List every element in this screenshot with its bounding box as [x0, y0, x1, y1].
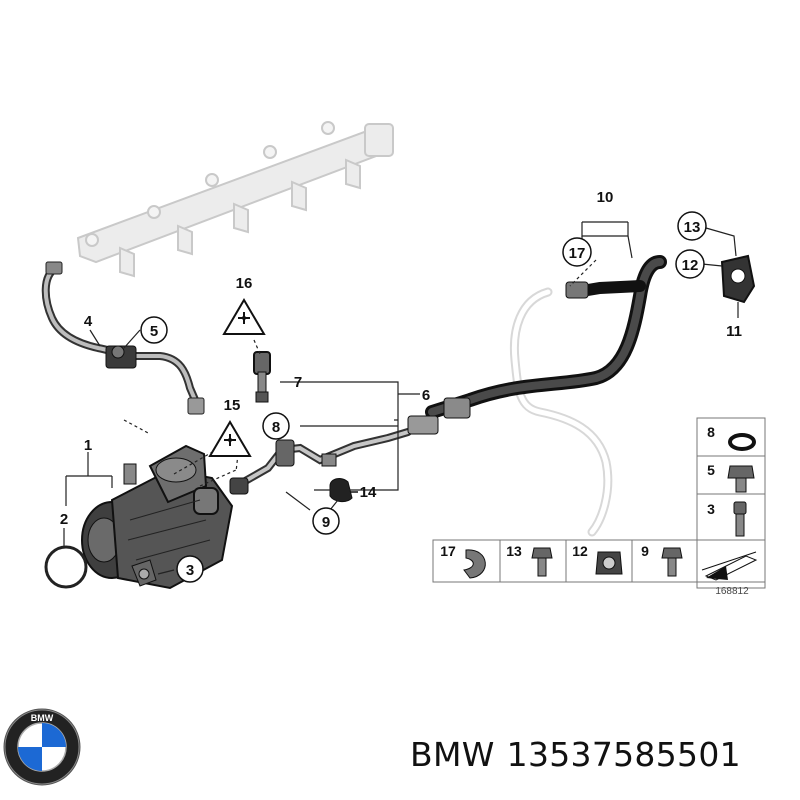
part-number: 13537585501 [506, 735, 741, 774]
legend-bottom-label-12: 12 [572, 543, 588, 559]
collar-bolt-icon [661, 547, 683, 577]
callout-8: 8 [272, 419, 280, 436]
flange-bolt-icon [727, 465, 755, 493]
legend-bottom-label-17: 17 [440, 543, 456, 559]
high-pressure-line-4 [41, 261, 205, 415]
callout-11: 11 [726, 323, 742, 340]
callout-9: 9 [322, 514, 330, 531]
hose-clip-12 [720, 254, 756, 304]
legend-right-label-8: 8 [707, 424, 715, 440]
brand-name: BMW [410, 735, 495, 774]
legend-bottom-label-9: 9 [641, 543, 649, 559]
hex-bolt-icon [531, 547, 553, 577]
callout-7: 7 [294, 374, 302, 391]
callout-15: 15 [224, 397, 241, 414]
callout-3: 3 [186, 562, 194, 579]
callout-6: 6 [422, 387, 430, 404]
callout-4: 4 [84, 313, 93, 330]
high-pressure-pump [81, 444, 234, 590]
fuel-rail-ghost [76, 121, 394, 278]
orientation-arrow-icon [701, 551, 758, 581]
legend-bottom: 17 13 12 9 [432, 539, 766, 583]
callout-5: 5 [150, 323, 158, 340]
socket-bolt-icon [733, 501, 747, 537]
callout-14: 14 [360, 484, 377, 501]
leader-lines [63, 221, 739, 575]
footer-caption: BMW 13537585501 [410, 735, 795, 785]
legend-right-label-5: 5 [707, 462, 715, 478]
fuel-feed-line-8 [229, 428, 412, 495]
clamp-clip-icon [463, 549, 486, 579]
bmw-logo: BMW [3, 708, 81, 786]
pressure-sensor-7 [253, 351, 271, 403]
o-ring [44, 545, 88, 589]
logo-letters: BMW [31, 713, 54, 723]
callout-1: 1 [84, 437, 92, 454]
callout-17: 17 [569, 245, 586, 262]
legend-bottom-label-13: 13 [506, 543, 522, 559]
callouts: 1 2 3 4 5 6 7 8 9 10 11 12 13 14 15 16 1… [60, 189, 742, 583]
warning-triangle-15-icon [208, 420, 252, 457]
callout-13: 13 [684, 219, 701, 236]
seal-ring-icon [728, 433, 756, 451]
return-line-ghost [509, 287, 613, 537]
legend-right-label-3: 3 [707, 501, 715, 517]
drawing-number: 168812 [715, 586, 749, 597]
fuel-hose-10 [407, 255, 667, 435]
callout-12: 12 [682, 257, 699, 274]
callout-10: 10 [597, 189, 614, 206]
warning-triangle-16-icon [222, 298, 266, 335]
callout-16: 16 [236, 275, 253, 292]
callout-2: 2 [60, 511, 68, 528]
hose-clip-icon [595, 551, 623, 575]
